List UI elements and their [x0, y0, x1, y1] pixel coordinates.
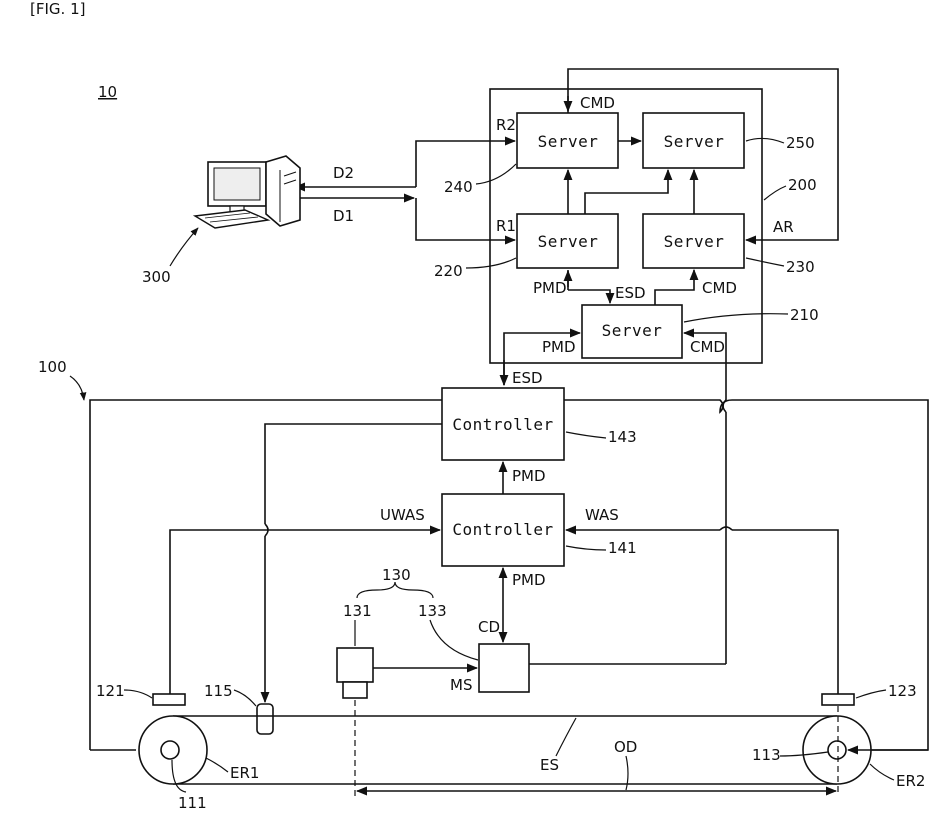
ref-300: 300	[142, 268, 171, 286]
leader-115	[234, 690, 256, 706]
d2-label: D2	[333, 164, 354, 182]
leader-er2	[870, 764, 894, 780]
ref-250: 250	[786, 134, 815, 152]
leader-141	[566, 546, 606, 550]
ref-131: 131	[343, 602, 372, 620]
sensor-121	[153, 694, 185, 705]
shaft-113	[828, 741, 846, 759]
uwas-line	[170, 530, 440, 694]
ref-220: 220	[434, 262, 463, 280]
leader-143	[566, 432, 606, 438]
image-unit-133-box	[479, 644, 529, 692]
ref-od: OD	[614, 738, 637, 756]
ref-200: 200	[788, 176, 817, 194]
camera-lens	[343, 682, 367, 698]
r2-label: R2	[496, 116, 516, 134]
shaft-111	[161, 741, 179, 759]
was-label: WAS	[585, 506, 619, 524]
controller-141-text: Controller	[452, 520, 553, 539]
ref-111: 111	[178, 794, 207, 812]
pmd-label-143: PMD	[512, 467, 546, 485]
controller-143-text: Controller	[452, 415, 553, 434]
esd-label-143: ESD	[512, 369, 543, 387]
leader-es	[556, 718, 576, 756]
leader-od	[626, 756, 628, 790]
stopper-115	[257, 704, 273, 734]
pmd-label-210: PMD	[542, 338, 576, 356]
ref-130: 130	[382, 566, 411, 584]
pmd-label-141: PMD	[512, 571, 546, 589]
cd-label: CD	[478, 618, 500, 636]
ref-es: ES	[540, 756, 559, 774]
ref-123: 123	[888, 682, 917, 700]
ref-113: 113	[752, 746, 781, 764]
ref-240: 240	[444, 178, 473, 196]
leader-200	[764, 186, 786, 200]
server-250-text: Server	[664, 132, 725, 151]
leader-133	[430, 620, 478, 660]
server-230-text: Server	[664, 232, 725, 251]
figure-label: [FIG. 1]	[30, 0, 85, 18]
esd-label-210: ESD	[615, 284, 646, 302]
was-line-right	[732, 530, 838, 694]
ref-230: 230	[786, 258, 815, 276]
camera-body	[337, 648, 373, 682]
server-210-text: Server	[602, 321, 663, 340]
ref-100: 100	[38, 358, 67, 376]
cmd-label-top: CMD	[580, 94, 615, 112]
leader-100	[70, 376, 84, 400]
ref-143: 143	[608, 428, 637, 446]
ms-label: MS	[450, 676, 472, 694]
cmd-label-230: CMD	[702, 279, 737, 297]
computer-icon	[195, 156, 300, 228]
ref-210: 210	[790, 306, 819, 324]
ref-er1: ER1	[230, 764, 259, 782]
brace-130	[357, 582, 433, 598]
cmd-label-210: CMD	[690, 338, 725, 356]
ref-141: 141	[608, 539, 637, 557]
uwas-label: UWAS	[380, 506, 425, 524]
ref-115: 115	[204, 682, 233, 700]
d1-label: D1	[333, 207, 354, 225]
system-ref-label: 10	[98, 83, 117, 101]
r1-label: R1	[496, 217, 516, 235]
ref-121: 121	[96, 682, 125, 700]
leader-121	[124, 690, 152, 698]
sensor-123	[822, 694, 854, 705]
ref-133: 133	[418, 602, 447, 620]
ref-er2: ER2	[896, 772, 925, 790]
server-220-text: Server	[538, 232, 599, 251]
leader-er1	[206, 758, 228, 772]
ar-label: AR	[773, 218, 794, 236]
leader-123	[856, 690, 886, 698]
leader-300	[170, 228, 198, 266]
pmd-label-220: PMD	[533, 279, 567, 297]
server-240-text: Server	[538, 132, 599, 151]
